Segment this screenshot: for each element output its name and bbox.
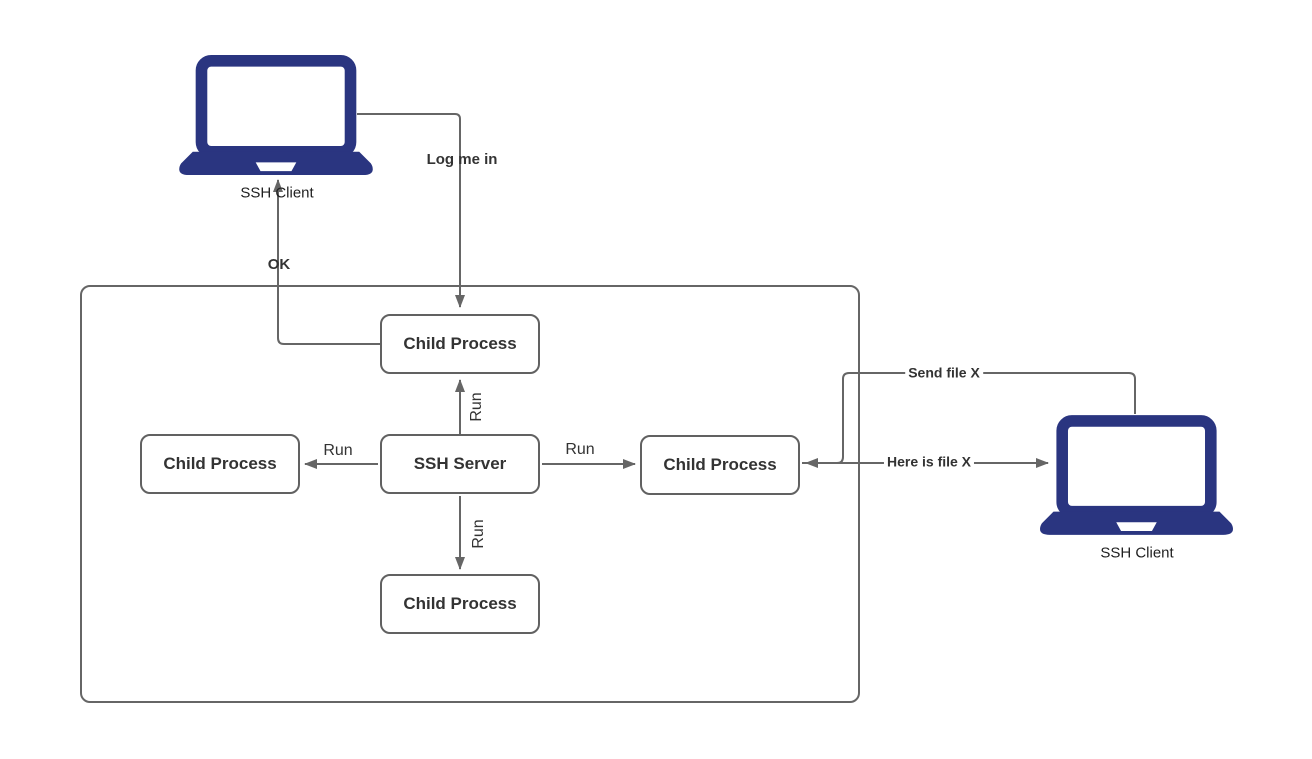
ssh-server-label: SSH Server xyxy=(413,454,507,473)
ssh-client-left xyxy=(179,55,373,175)
run-left-label: Run xyxy=(323,442,353,460)
child-process-bottom-label: Child Process xyxy=(403,594,517,613)
ssh-client-right-label: SSH Client xyxy=(1100,544,1174,562)
laptop-icon xyxy=(1040,415,1233,535)
run-right-label: Run xyxy=(565,441,595,459)
child-process-left-box: Child Process xyxy=(140,434,300,494)
child-process-bottom-box: Child Process xyxy=(380,574,540,634)
edge-send-file xyxy=(805,372,1136,468)
log-me-in-label: Log me in xyxy=(426,150,498,168)
ssh-client-right xyxy=(1040,415,1233,535)
edge-ok xyxy=(273,179,380,345)
child-process-left-label: Child Process xyxy=(163,454,277,473)
run-bottom-label: Run xyxy=(470,519,488,549)
server-boundary-box xyxy=(80,285,860,703)
child-process-top-box: Child Process xyxy=(380,314,540,374)
here-is-file-x-label: Here is file X xyxy=(883,453,975,470)
ok-label: OK xyxy=(267,255,291,273)
laptop-icon xyxy=(179,55,373,175)
child-process-right-box: Child Process xyxy=(640,435,800,495)
ssh-server-box: SSH Server xyxy=(380,434,540,494)
ssh-client-left-label: SSH Client xyxy=(240,184,314,202)
edge-log-me-in xyxy=(357,113,465,308)
run-top-label: Run xyxy=(468,392,486,422)
child-process-right-label: Child Process xyxy=(663,455,777,474)
send-file-x-label: Send file X xyxy=(905,364,983,381)
child-process-top-label: Child Process xyxy=(403,334,517,353)
